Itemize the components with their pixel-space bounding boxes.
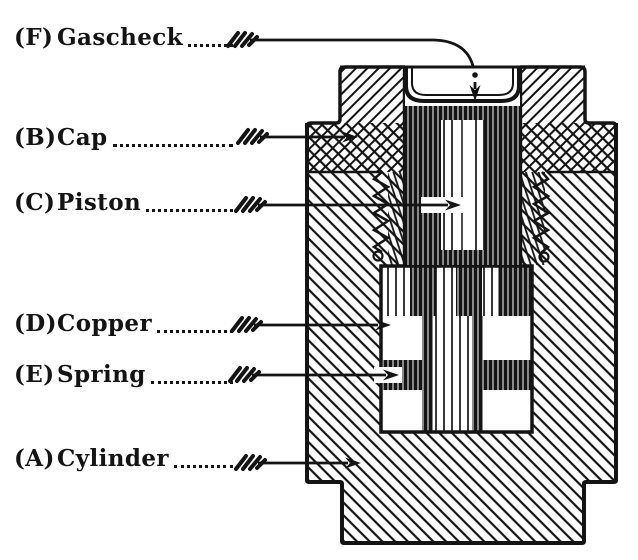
label-cylinder: (A) Cylinder [14, 445, 233, 472]
chamber-outline [379, 264, 534, 434]
label-name: Copper [57, 310, 152, 337]
dotted-leader [156, 310, 233, 333]
label-letter: (C) [14, 189, 56, 216]
spring-leader-arrow [228, 366, 402, 383]
label-spring: (E) Spring [14, 361, 233, 388]
label-name: Cylinder [57, 445, 169, 472]
gascheck-leader-arrow [226, 31, 481, 101]
dotted-leader [112, 124, 233, 147]
dotted-leader [188, 24, 233, 47]
label-letter: (F) [14, 24, 54, 51]
copper-region [381, 266, 532, 432]
dotted-leader [150, 361, 233, 384]
copper-leader-arrow [230, 316, 391, 333]
label-name: Gascheck [57, 24, 183, 51]
label-name: Piston [57, 189, 142, 216]
label-name: Cap [57, 124, 108, 151]
spring-region [381, 360, 532, 390]
cylinder-leader-arrow [234, 454, 361, 471]
gascheck-cup [340, 64, 585, 106]
label-letter: (E) [14, 361, 55, 388]
dotted-leader [173, 445, 233, 468]
piston-leader-arrow [234, 196, 465, 213]
label-letter: (A) [14, 445, 55, 472]
thread-left [371, 171, 391, 262]
label-piston: (C) Piston [14, 189, 233, 216]
label-copper: (D) Copper [14, 310, 233, 337]
piston [402, 68, 523, 265]
label-cap: (B) Cap [14, 124, 233, 151]
thread-right [531, 171, 551, 263]
label-gascheck: (F) Gascheck [14, 24, 233, 51]
cap-leader-arrow [236, 128, 358, 145]
cap-region [305, 65, 618, 265]
label-letter: (D) [14, 310, 57, 337]
label-name: Spring [57, 361, 146, 388]
label-letter: (B) [14, 124, 57, 151]
dotted-leader [146, 189, 233, 212]
